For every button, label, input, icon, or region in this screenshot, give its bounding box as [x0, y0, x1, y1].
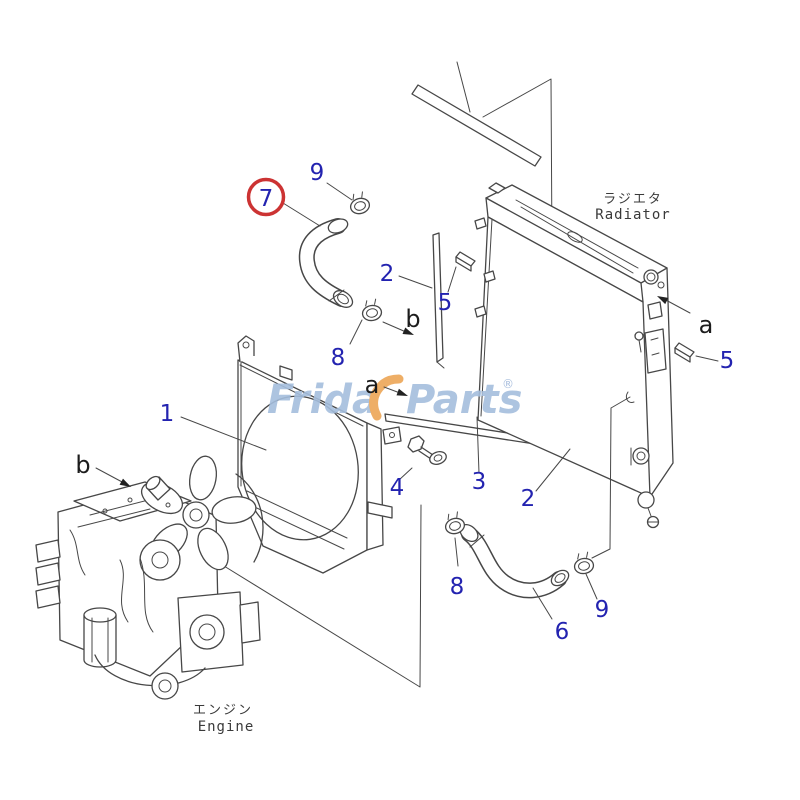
- radiator-label-en: Radiator: [595, 207, 670, 223]
- hose-clamp-8-bottom: [444, 511, 466, 535]
- highlight-circle-part-7: [246, 177, 286, 217]
- radiator-drawing: [474, 182, 674, 529]
- hose-clamp-9-bottom: [573, 551, 595, 575]
- upper-hose: [298, 218, 354, 308]
- callout-5-right: 5: [720, 348, 735, 374]
- engine-label-en: Engine: [198, 719, 255, 735]
- callout-2-top: 2: [380, 261, 395, 287]
- watermark-swoosh: [369, 374, 404, 421]
- watermark-text-right: Parts: [406, 377, 522, 423]
- view-label-a-right: a: [699, 311, 714, 339]
- view-letters: b a a b: [75, 305, 713, 479]
- callout-9-bottom: 9: [595, 597, 610, 623]
- engine-drawing: [35, 455, 264, 700]
- callouts: 9 7 2 5 8 1 4 3 2 5 8 6 9: [160, 160, 735, 645]
- fan-shroud-drawing: [237, 335, 402, 574]
- view-arrows: [95, 296, 691, 487]
- view-label-a-mid: a: [365, 371, 380, 399]
- sponge-block-right: [674, 342, 695, 363]
- leader-bracket-lower: [223, 504, 422, 688]
- callout-7: 7: [259, 186, 274, 212]
- part-name-labels: ラジエタ Radiator エンジン Engine: [193, 192, 670, 735]
- callout-8-top: 8: [331, 345, 346, 371]
- watermark-registered-mark: ®: [502, 377, 514, 391]
- callout-2-bottom: 2: [521, 486, 536, 512]
- callout-8-bottom: 8: [450, 574, 465, 600]
- seal-strip-mid-vertical: [432, 232, 445, 369]
- watermark-text-left: Frida: [267, 377, 379, 423]
- callout-9-top: 9: [310, 160, 325, 186]
- watermark: Frida Parts ®: [267, 374, 522, 423]
- hose-clamp-9-top: [349, 191, 371, 215]
- lower-hose: [459, 523, 570, 599]
- callout-5-left: 5: [438, 290, 453, 316]
- seal-strip-top-diagonal: [411, 61, 553, 253]
- view-label-b-top: b: [405, 305, 420, 333]
- hose-clamp-8-top: [361, 298, 383, 322]
- sponge-block-left: [455, 251, 476, 272]
- callout-6: 6: [555, 619, 570, 645]
- callout-1: 1: [160, 401, 175, 427]
- engine-label-jp: エンジン: [193, 703, 253, 718]
- leader-lines: [180, 182, 719, 620]
- view-label-b-left: b: [75, 451, 90, 479]
- bolt-and-washer: [407, 435, 447, 465]
- radiator-label-jp: ラジエタ: [603, 192, 663, 207]
- callout-4: 4: [390, 475, 405, 501]
- callout-3: 3: [472, 469, 487, 495]
